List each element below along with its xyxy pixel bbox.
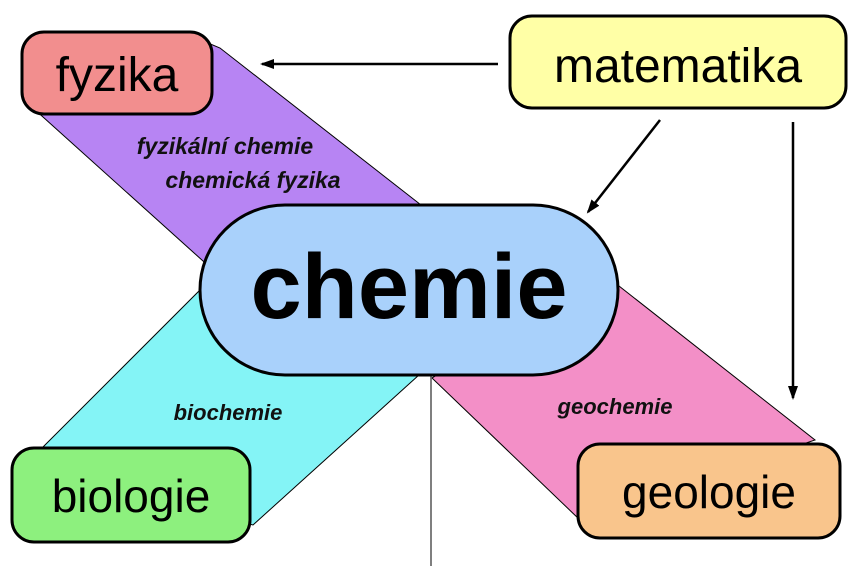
node-geologie-box [576,442,842,540]
node-matematika-label: matematika [554,40,802,93]
node-fyzika-box [20,30,214,116]
band-label-chemical-physics: chemická fyzika [165,167,340,193]
band-label-physical-chemistry: fyzikální chemie [137,133,314,159]
arrow-matematika-to-chemie [586,119,661,214]
node-fyzika-label: fyzika [56,49,179,102]
band-label-biochemistry: biochemie [174,400,283,425]
node-chemie-box [198,203,620,377]
node-geologie-label: geologie [622,466,796,518]
band-label-geochemistry: geochemie [557,394,673,419]
node-chemie-label: chemie [250,236,567,338]
node-matematika-box [508,14,848,110]
node-biologie-box [10,446,252,544]
node-biologie-label: biologie [52,470,211,522]
